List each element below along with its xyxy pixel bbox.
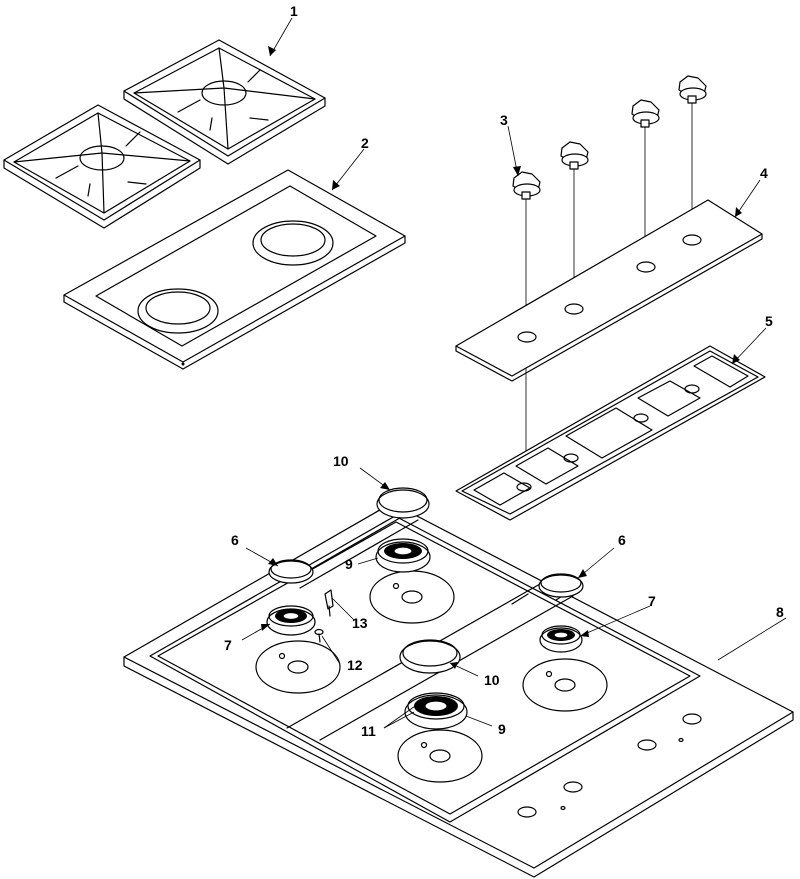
burner-head-front <box>404 692 468 730</box>
control-knob-2 <box>560 141 589 170</box>
callout-1: 1 <box>290 3 298 19</box>
burner-grate-front <box>3 104 201 229</box>
burner-head-rear-left <box>375 538 431 573</box>
control-knob-1 <box>512 171 541 200</box>
burner-head-right <box>539 625 583 653</box>
burner-cap-large-center <box>399 639 461 674</box>
burner-top-plate <box>63 169 406 370</box>
leader-lines <box>241 17 787 729</box>
callout-6-left: 6 <box>231 532 239 548</box>
control-knob-4 <box>678 75 707 104</box>
burner-cap-large-top <box>376 487 430 519</box>
control-panel-gasket <box>455 345 766 521</box>
callout-7-right: 7 <box>648 593 656 609</box>
igniter-electrode <box>324 589 334 617</box>
burner-cap-small-right <box>538 573 584 598</box>
callout-3: 3 <box>500 112 508 128</box>
callout-8: 8 <box>776 604 784 620</box>
burner-head-left <box>266 605 316 636</box>
cooktop-main-top <box>123 502 794 878</box>
callout-6-right: 6 <box>618 532 626 548</box>
callout-10-center: 10 <box>484 672 500 688</box>
control-panel <box>455 199 763 382</box>
callout-12: 12 <box>347 657 363 673</box>
burner-grate-rear <box>123 39 326 165</box>
callout-13: 13 <box>352 615 368 631</box>
callout-9-top: 9 <box>345 556 353 572</box>
mounting-screw <box>314 628 324 643</box>
callout-7-left: 7 <box>224 637 232 653</box>
burner-cap-small-left <box>268 559 314 584</box>
callout-9-bottom: 9 <box>498 721 506 737</box>
callout-10-top: 10 <box>333 453 349 469</box>
callout-11: 11 <box>361 723 376 739</box>
control-knob-3 <box>631 99 660 128</box>
callout-4: 4 <box>760 165 768 181</box>
callout-5: 5 <box>765 313 773 329</box>
callout-labels: 1 2 3 4 5 6 6 7 7 8 9 9 10 10 11 12 13 <box>224 3 784 739</box>
callout-2: 2 <box>361 135 369 151</box>
